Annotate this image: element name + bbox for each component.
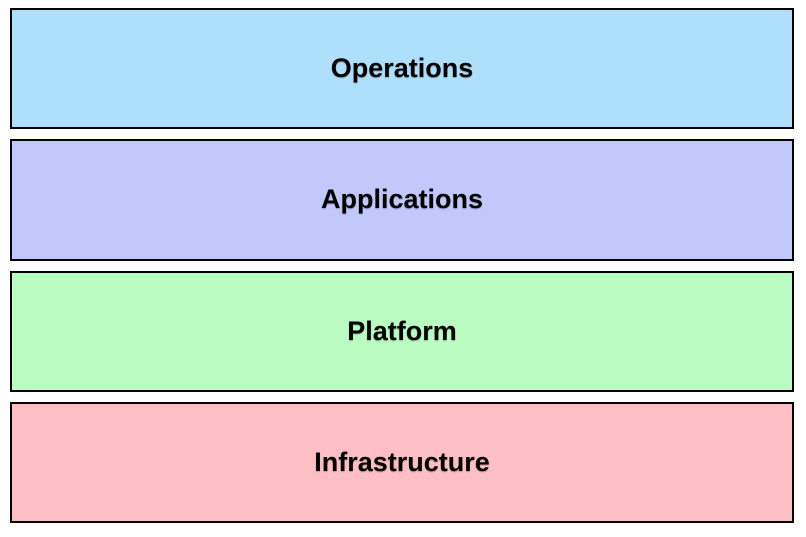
layer-infrastructure-label: Infrastructure bbox=[314, 446, 490, 477]
layer-stack: Operations Applications Platform Infrast… bbox=[10, 8, 794, 523]
layer-applications: Applications bbox=[10, 139, 794, 261]
layer-platform: Platform bbox=[10, 270, 794, 392]
layer-operations-label: Operations bbox=[330, 53, 474, 84]
layer-operations: Operations bbox=[10, 8, 794, 130]
layer-platform-label: Platform bbox=[347, 315, 457, 346]
layer-applications-label: Applications bbox=[320, 184, 483, 215]
layer-infrastructure: Infrastructure bbox=[10, 401, 794, 523]
